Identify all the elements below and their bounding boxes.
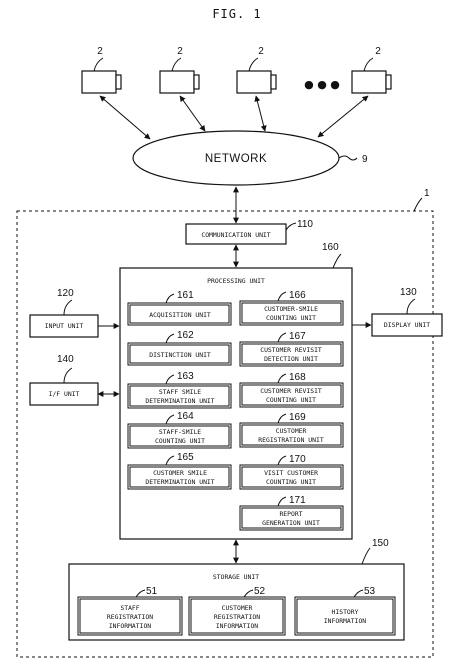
svg-text:STAFF-SMILE: STAFF-SMILE xyxy=(159,428,201,436)
svg-text:DETERMINATION UNIT: DETERMINATION UNIT xyxy=(145,397,214,405)
customer-revisit-counting-ref: 168 xyxy=(289,372,306,383)
report-generation-ref: 171 xyxy=(289,495,306,506)
camera-4-link xyxy=(317,95,369,138)
staff-smile-counting-ref: 164 xyxy=(177,411,194,422)
camera-4: 2 xyxy=(351,46,392,94)
svg-text:GENERATION UNIT: GENERATION UNIT xyxy=(262,519,320,527)
svg-text:DISTINCTION UNIT: DISTINCTION UNIT xyxy=(149,351,211,359)
svg-text:STAFF SMILE: STAFF SMILE xyxy=(159,388,201,396)
customer-revisit-counting-unit: CUSTOMER REVISIT COUNTING UNIT 168 xyxy=(239,372,344,408)
svg-text:COUNTING UNIT: COUNTING UNIT xyxy=(155,437,205,445)
svg-text:REPORT: REPORT xyxy=(279,510,302,518)
svg-text:REGISTRATION UNIT: REGISTRATION UNIT xyxy=(258,436,324,444)
distinction-unit-ref: 162 xyxy=(177,330,194,341)
visit-customer-counting-ref: 170 xyxy=(289,454,306,465)
customer-smile-determination-unit: CUSTOMER SMILE DETERMINATION UNIT 165 xyxy=(127,452,232,490)
svg-text:STORAGE UNIT: STORAGE UNIT xyxy=(213,573,259,581)
customer-smile-counting-unit: CUSTOMER-SMILE COUNTING UNIT 166 xyxy=(239,290,344,326)
customer-registration-unit: CUSTOMER REGISTRATION UNIT 169 xyxy=(239,412,344,448)
storage-unit-ref: 150 xyxy=(372,538,389,549)
staff-smile-counting-unit: STAFF-SMILE COUNTING UNIT 164 xyxy=(127,411,232,449)
camera-1-link xyxy=(99,95,151,140)
camera-2: 2 xyxy=(159,46,200,94)
svg-text:COUNTING UNIT: COUNTING UNIT xyxy=(266,314,316,322)
staff-smile-determination-unit: STAFF SMILE DETERMINATION UNIT 163 xyxy=(127,371,232,409)
input-unit-ref: 120 xyxy=(57,288,74,299)
communication-unit: COMMUNICATION UNIT 110 xyxy=(185,219,313,245)
io-unit-ref: 140 xyxy=(57,354,74,365)
svg-text:CUSTOMER REVISIT: CUSTOMER REVISIT xyxy=(260,387,322,395)
svg-text:STAFF: STAFF xyxy=(120,604,139,612)
svg-text:DISPLAY UNIT: DISPLAY UNIT xyxy=(384,321,430,329)
input-unit: INPUT UNIT 120 xyxy=(29,288,99,338)
ellipsis: ● ● ● xyxy=(304,78,340,91)
processing-unit-ref: 160 xyxy=(322,242,339,253)
customer-registration-info-ref: 52 xyxy=(254,586,266,597)
customer-registration-ref: 169 xyxy=(289,412,306,423)
camera-ref: 2 xyxy=(177,46,183,57)
customer-smile-counting-ref: 166 xyxy=(289,290,306,301)
network-ref: 9 xyxy=(362,154,368,165)
svg-text:HISTORY: HISTORY xyxy=(332,608,359,616)
svg-text:INFORMATION: INFORMATION xyxy=(109,622,151,630)
svg-text:REGISTRATION: REGISTRATION xyxy=(107,613,153,621)
visit-customer-counting-unit: VISIT CUSTOMER COUNTING UNIT 170 xyxy=(239,454,344,490)
customer-registration-information: CUSTOMER REGISTRATION INFORMATION 52 xyxy=(188,586,286,636)
system-boundary xyxy=(16,210,434,658)
acquisition-unit: ACQUISITION UNIT 161 xyxy=(127,290,232,326)
display-unit-ref: 130 xyxy=(400,287,417,298)
svg-text:VISIT CUSTOMER: VISIT CUSTOMER xyxy=(264,469,318,477)
figure-title: FIG. 1 xyxy=(212,7,261,21)
svg-text:COUNTING UNIT: COUNTING UNIT xyxy=(266,396,316,404)
communication-unit-ref: 110 xyxy=(297,219,313,230)
staff-smile-determination-ref: 163 xyxy=(177,371,194,382)
svg-text:CUSTOMER-SMILE: CUSTOMER-SMILE xyxy=(264,305,318,313)
history-information-ref: 53 xyxy=(364,586,376,597)
network-label: NETWORK xyxy=(205,153,267,165)
svg-text:INFORMATION: INFORMATION xyxy=(324,617,366,625)
io-unit: I/F UNIT 140 xyxy=(29,354,99,406)
acquisition-unit-ref: 161 xyxy=(177,290,194,301)
svg-text:I/F UNIT: I/F UNIT xyxy=(49,390,80,398)
svg-text:INFORMATION: INFORMATION xyxy=(216,622,258,630)
camera-3-link xyxy=(254,95,267,132)
system-ref: 1 xyxy=(424,188,430,199)
camera-3: 2 xyxy=(236,46,277,94)
svg-text:CUSTOMER: CUSTOMER xyxy=(276,427,307,435)
report-generation-unit: REPORT GENERATION UNIT 171 xyxy=(239,495,344,531)
svg-text:COUNTING UNIT: COUNTING UNIT xyxy=(266,478,316,486)
svg-text:ACQUISITION UNIT: ACQUISITION UNIT xyxy=(149,311,211,319)
camera-ref: 2 xyxy=(375,46,381,57)
network: NETWORK 9 xyxy=(132,130,368,186)
svg-text:COMMUNICATION UNIT: COMMUNICATION UNIT xyxy=(201,231,270,239)
svg-text:DETERMINATION UNIT: DETERMINATION UNIT xyxy=(145,478,214,486)
svg-text:CUSTOMER: CUSTOMER xyxy=(222,604,253,612)
customer-revisit-detection-ref: 167 xyxy=(289,331,306,342)
display-unit: DISPLAY UNIT 130 xyxy=(371,287,443,337)
history-information: HISTORY INFORMATION 53 xyxy=(294,586,396,636)
svg-text:PROCESSING UNIT: PROCESSING UNIT xyxy=(207,277,265,285)
camera-2-link xyxy=(179,95,206,132)
camera-ref: 2 xyxy=(97,46,103,57)
customer-smile-determination-ref: 165 xyxy=(177,452,194,463)
staff-registration-ref: 51 xyxy=(146,586,158,597)
svg-text:INPUT UNIT: INPUT UNIT xyxy=(45,322,84,330)
system-ref-leader xyxy=(413,197,423,212)
svg-text:DETECTION UNIT: DETECTION UNIT xyxy=(264,355,318,363)
svg-text:CUSTOMER SMILE: CUSTOMER SMILE xyxy=(153,469,207,477)
svg-text:REGISTRATION: REGISTRATION xyxy=(214,613,260,621)
staff-registration-information: STAFF REGISTRATION INFORMATION 51 xyxy=(77,586,183,636)
distinction-unit: DISTINCTION UNIT 162 xyxy=(127,330,232,366)
camera-1: 2 xyxy=(81,46,122,94)
svg-text:CUSTOMER REVISIT: CUSTOMER REVISIT xyxy=(260,346,322,354)
customer-revisit-detection-unit: CUSTOMER REVISIT DETECTION UNIT 167 xyxy=(239,331,344,367)
camera-ref: 2 xyxy=(258,46,264,57)
